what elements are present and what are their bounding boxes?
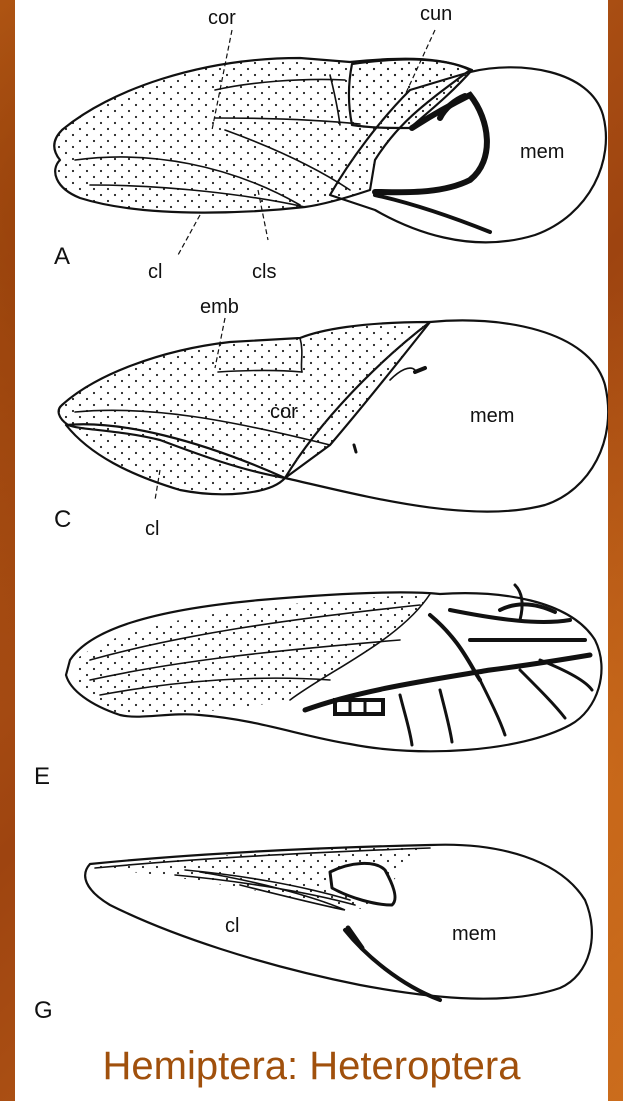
wing-diagrams: cor cun mem cl cls A emb cor mem cl C [15,0,608,1040]
label-cl-c: cl [145,518,159,540]
wing-e: E [34,585,602,790]
label-cls: cls [252,261,276,283]
label-mem-c: mem [470,405,514,427]
label-cl: cl [148,261,162,283]
panel-letter-c: C [54,506,71,533]
wing-c: emb cor mem cl C [54,296,608,540]
label-mem-g: mem [452,923,496,945]
wing-a: cor cun mem cl cls A [54,3,606,283]
wing-g: cl mem G [34,845,592,1024]
panel-letter-e: E [34,763,50,790]
label-emb: emb [200,296,239,318]
slide-title: Hemiptera: Heteroptera [15,1036,608,1096]
panel-letter-g: G [34,997,53,1024]
label-cor-c: cor [270,401,298,423]
label-cor: cor [208,7,236,29]
panel-letter-a: A [54,243,70,270]
label-mem: mem [520,141,564,163]
label-cun: cun [420,3,452,25]
label-cl-g: cl [225,915,239,937]
